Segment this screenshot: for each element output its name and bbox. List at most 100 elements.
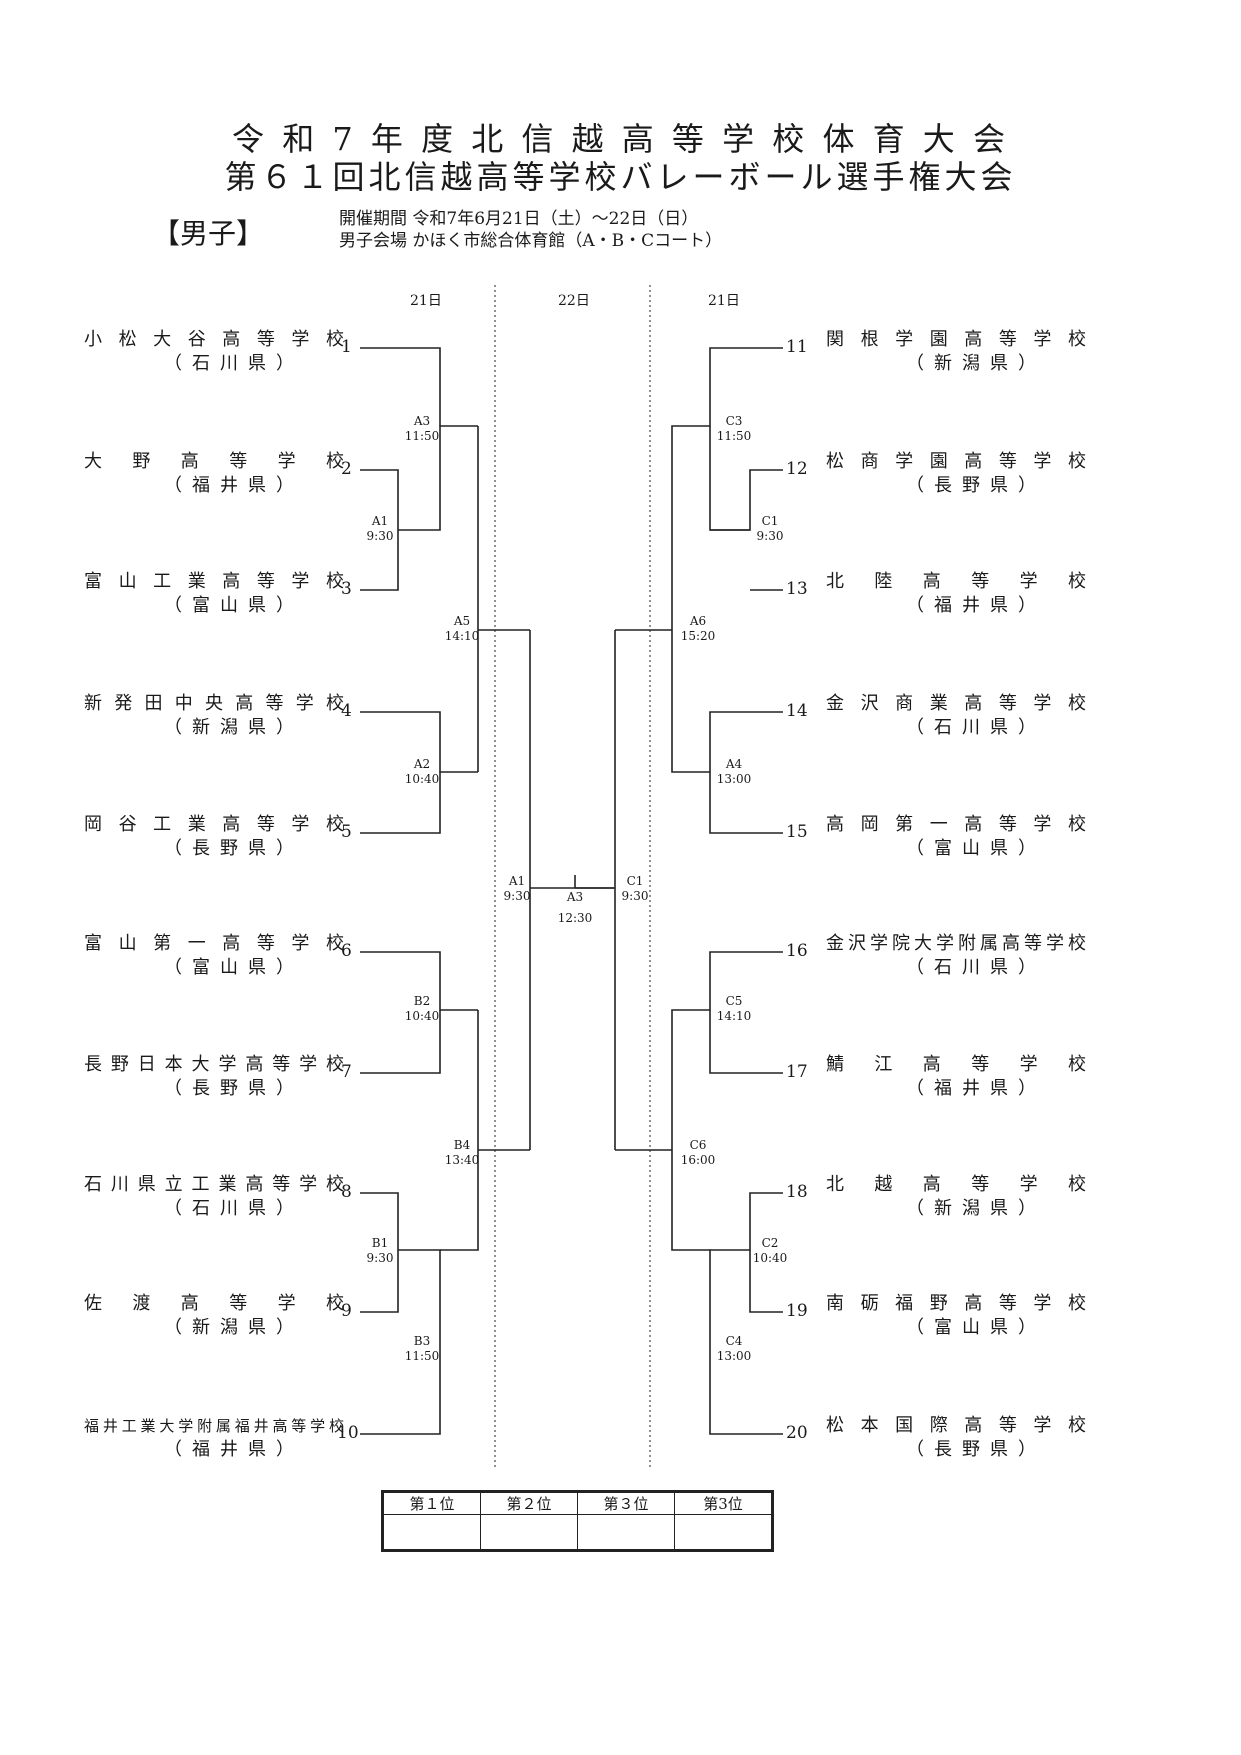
seed-number: 18 [786, 1182, 808, 1202]
team-entry: 富山工業高等学校 （富山県） [84, 570, 344, 618]
team-prefecture: （福井県） [906, 1078, 1046, 1099]
seed-number: 11 [786, 337, 808, 357]
tournament-title: 第６１回北信越高等学校バレーボール選手権大会 [224, 158, 1017, 196]
team-prefecture: （富山県） [164, 595, 304, 616]
team-prefecture: （長野県） [164, 838, 304, 859]
event-venue: 男子会場 かほく市総合体育館（A・B・Cコート） [339, 231, 723, 251]
seed-number: 17 [786, 1062, 808, 1082]
rank-3b-header: 第3位 [674, 1491, 773, 1515]
team-entry: 関根学園高等学校 （新潟県） [826, 328, 1086, 376]
seed-number: 16 [786, 941, 808, 961]
team-name: 高岡第一高等学校 [826, 814, 1086, 835]
seed-number: 5 [341, 822, 352, 842]
rank-1-cell [382, 1514, 481, 1551]
seed-number: 9 [341, 1301, 352, 1321]
team-prefecture: （福井県） [906, 595, 1046, 616]
team-name: 富山工業高等学校 [84, 571, 344, 592]
rank-3b-cell [674, 1514, 773, 1551]
event-title: 令 和 7 年 度 北 信 越 高 等 学 校 体 育 大 会 [232, 120, 1009, 158]
team-entry: 大野高等学校 （福井県） [84, 450, 344, 498]
team-name: 岡谷工業高等学校 [84, 814, 344, 835]
team-name: 松本国際高等学校 [826, 1415, 1086, 1436]
team-entry: 松商学園高等学校 （長野県） [826, 450, 1086, 498]
seed-number: 19 [786, 1301, 808, 1321]
seed-number: 12 [786, 459, 808, 479]
team-entry: 石川県立工業高等学校 （石川県） [84, 1173, 344, 1221]
team-prefecture: （富山県） [906, 1317, 1046, 1338]
day-label-right: 21日 [708, 293, 740, 309]
team-name: 南砺福野高等学校 [826, 1293, 1086, 1314]
team-prefecture: （新潟県） [906, 353, 1046, 374]
team-prefecture: （石川県） [906, 717, 1046, 738]
team-name: 金沢商業高等学校 [826, 693, 1086, 714]
team-name: 長野日本大学高等学校 [84, 1054, 344, 1075]
team-entry: 高岡第一高等学校 （富山県） [826, 813, 1086, 861]
team-name: 北越高等学校 [826, 1174, 1086, 1195]
team-name: 松商学園高等学校 [826, 451, 1086, 472]
seed-number: 7 [341, 1062, 352, 1082]
team-name: 関根学園高等学校 [826, 329, 1086, 350]
day-label-center: 22日 [558, 293, 590, 309]
team-name: 福井工業大学附属福井高等学校 [84, 1417, 344, 1435]
seed-number: 1 [341, 337, 352, 357]
team-entry: 金沢学院大学附属高等学校 （石川県） [826, 932, 1086, 980]
team-entry: 金沢商業高等学校 （石川県） [826, 692, 1086, 740]
team-entry: 北陸高等学校 （福井県） [826, 570, 1086, 618]
seed-number: 2 [341, 459, 352, 479]
team-name: 大野高等学校 [84, 451, 344, 472]
team-name: 金沢学院大学附属高等学校 [826, 933, 1086, 954]
team-entry: 富山第一高等学校 （富山県） [84, 932, 344, 980]
team-entry: 南砺福野高等学校 （富山県） [826, 1292, 1086, 1340]
seed-number: 10 [337, 1423, 359, 1443]
team-entry: 長野日本大学高等学校 （長野県） [84, 1053, 344, 1101]
event-period: 開催期間 令和7年6月21日（土）～22日（日） [339, 209, 699, 229]
team-prefecture: （長野県） [906, 1439, 1046, 1460]
team-prefecture: （石川県） [164, 1198, 304, 1219]
rank-2-cell [480, 1514, 578, 1551]
team-entry: 佐渡高等学校 （新潟県） [84, 1292, 344, 1340]
seed-number: 8 [341, 1182, 352, 1202]
team-entry: 北越高等学校 （新潟県） [826, 1173, 1086, 1221]
team-entry: 松本国際高等学校 （長野県） [826, 1414, 1086, 1462]
team-prefecture: （富山県） [164, 957, 304, 978]
team-name: 小松大谷高等学校 [84, 329, 344, 350]
team-name: 佐渡高等学校 [84, 1293, 344, 1314]
team-entry: 岡谷工業高等学校 （長野県） [84, 813, 344, 861]
seed-number: 20 [786, 1423, 808, 1443]
seed-number: 15 [786, 822, 808, 842]
team-entry: 福井工業大学附属福井高等学校 （福井県） [84, 1414, 344, 1462]
seed-number: 4 [341, 701, 352, 721]
team-prefecture: （新潟県） [906, 1198, 1046, 1219]
team-entry: 新発田中央高等学校 （新潟県） [84, 692, 344, 740]
team-name: 北陸高等学校 [826, 571, 1086, 592]
rank-2-header: 第２位 [480, 1491, 578, 1515]
team-prefecture: （長野県） [164, 1078, 304, 1099]
rank-3-cell [577, 1514, 675, 1551]
results-table: 第１位 第２位 第３位 第3位 [381, 1490, 774, 1552]
team-prefecture: （福井県） [164, 475, 304, 496]
team-prefecture: （石川県） [906, 957, 1046, 978]
team-prefecture: （石川県） [164, 353, 304, 374]
team-prefecture: （新潟県） [164, 1317, 304, 1338]
day-label-left: 21日 [410, 293, 442, 309]
seed-number: 3 [341, 579, 352, 599]
seed-number: 13 [786, 579, 808, 599]
team-name: 富山第一高等学校 [84, 933, 344, 954]
